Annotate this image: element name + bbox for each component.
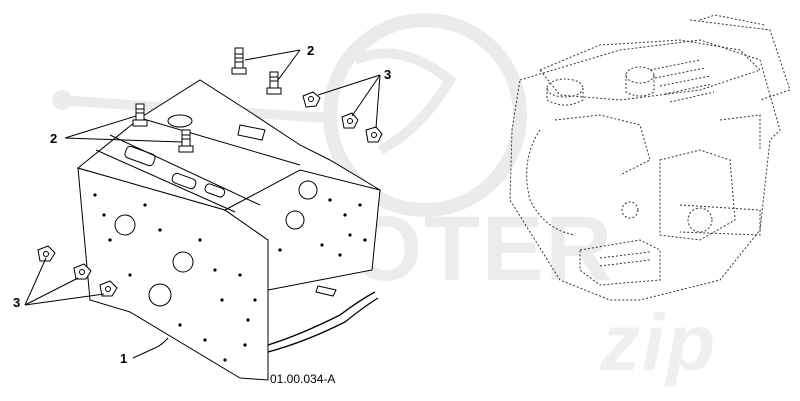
- support-rod: [267, 291, 376, 346]
- housing-frame: [76, 79, 382, 381]
- leader-2-lower-b: [64, 137, 183, 143]
- callout-2-upper: 2: [307, 43, 314, 58]
- nut-4: [37, 245, 56, 262]
- leader-3-upper-a: [317, 74, 381, 96]
- nut-fasteners: [37, 91, 383, 297]
- engine-block-outline: [509, 39, 781, 301]
- callout-1: 1: [120, 351, 127, 366]
- leader-1: [132, 337, 169, 359]
- engine-cap-outline: [546, 78, 584, 98]
- stud-fasteners: [132, 47, 282, 153]
- side-rivet-holes: [278, 198, 367, 257]
- leader-2-upper-b: [277, 49, 301, 81]
- front-hole-1: [114, 214, 136, 236]
- leader-3-lower-b: [24, 277, 79, 306]
- side-hole-2: [285, 210, 305, 230]
- drawing-number: 01.00.034-A: [270, 372, 335, 386]
- nut-2: [341, 112, 359, 129]
- watermark-script-text: zip: [599, 298, 717, 387]
- front-hole-2: [172, 251, 194, 273]
- leader-3-lower-a: [24, 257, 47, 306]
- engine-reference-outline: [509, 14, 791, 301]
- nut-1: [302, 91, 321, 108]
- nut-5: [73, 263, 92, 280]
- stud-1: [231, 47, 247, 75]
- leader-3-upper-b: [351, 74, 381, 117]
- stud-2: [266, 71, 282, 95]
- nut-3: [365, 126, 383, 143]
- leader-3-upper-c: [375, 74, 381, 129]
- top-round-opening: [167, 114, 193, 128]
- callout-3-upper: 3: [384, 67, 391, 82]
- callout-2-lower: 2: [50, 131, 57, 146]
- nut-6: [99, 280, 118, 297]
- leader-2-upper-a: [244, 49, 301, 61]
- leader-3-lower-c: [24, 293, 105, 306]
- callout-3-lower: 3: [13, 295, 20, 310]
- leader-2-lower-a: [64, 115, 137, 139]
- side-panel: [224, 169, 381, 291]
- side-hole-1: [298, 180, 318, 200]
- stud-4: [178, 129, 194, 153]
- front-hole-3: [148, 283, 172, 307]
- leader-lines: [24, 49, 381, 359]
- stud-3: [132, 103, 148, 127]
- front-rivet-holes: [93, 193, 257, 362]
